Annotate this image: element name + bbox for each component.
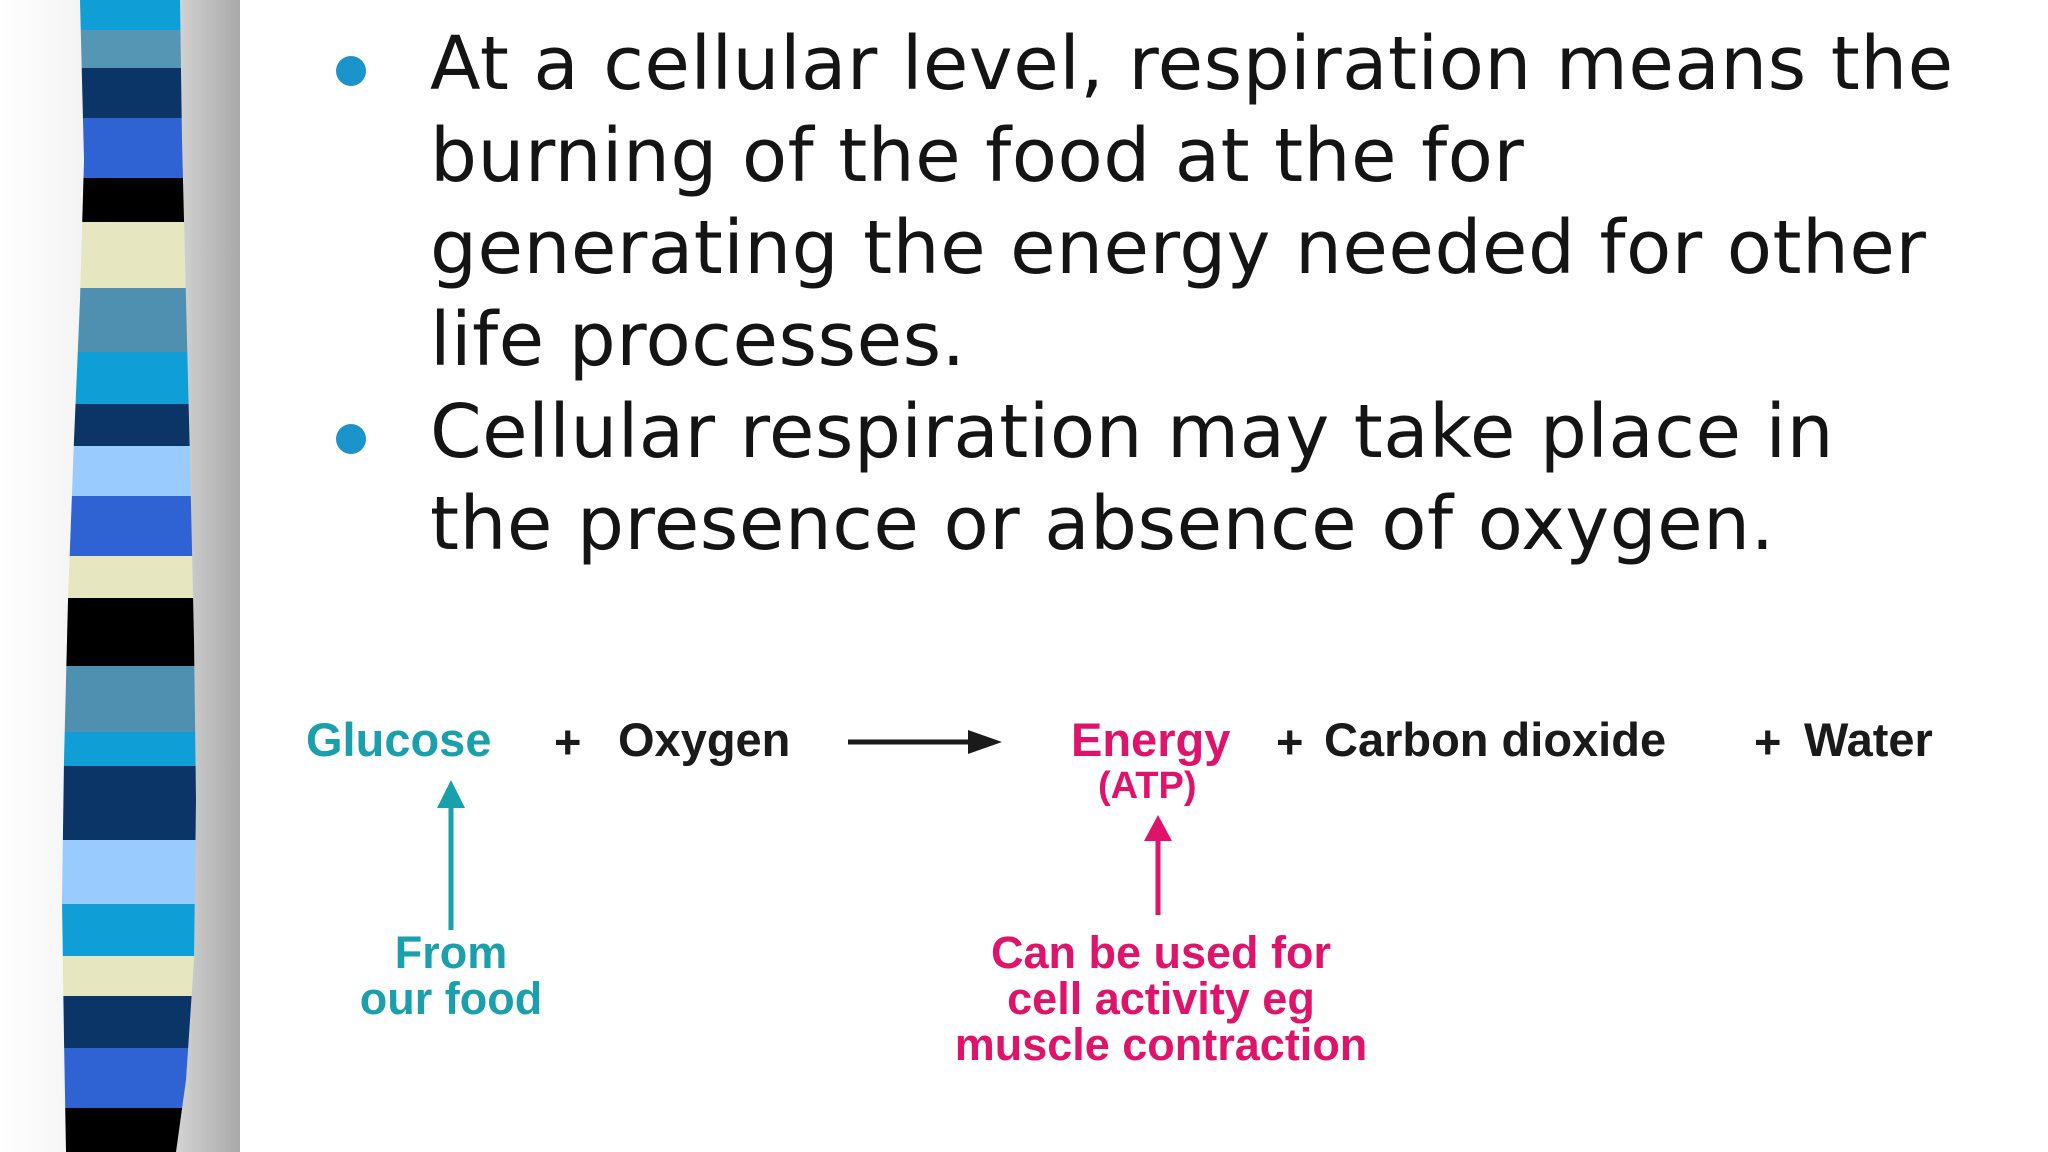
bullet-line: generating the energy needed for other xyxy=(430,205,1927,291)
plus-sign: + xyxy=(1754,715,1782,768)
carbon-dioxide-label: Carbon dioxide xyxy=(1324,713,1667,766)
plus-sign: + xyxy=(1276,715,1304,768)
atp-label: (ATP) xyxy=(1098,765,1197,807)
energy-note: Can be used for cell activity eg muscle … xyxy=(916,930,1406,1068)
up-arrow-icon xyxy=(437,780,465,930)
bullet-line: life processes. xyxy=(430,297,966,383)
bullet-line: At a cellular level, respiration means t… xyxy=(430,21,1954,107)
bullet-list: At a cellular level, respiration means t… xyxy=(330,18,2030,570)
oxygen-label: Oxygen xyxy=(618,713,791,766)
energy-note-line: Can be used for xyxy=(990,927,1332,978)
plus-sign: + xyxy=(554,715,582,768)
energy-note-line: muscle contraction xyxy=(954,1019,1368,1070)
water-label: Water xyxy=(1804,713,1933,766)
bullet-line: burning of the food at the for xyxy=(430,113,1525,199)
reaction-arrow-icon xyxy=(848,730,1002,754)
glucose-note-line: From xyxy=(394,927,508,978)
bullet-dot-icon xyxy=(336,424,366,454)
energy-note-line: cell activity eg xyxy=(1007,973,1315,1024)
bullet-dot-icon xyxy=(336,56,366,86)
energy-label: Energy xyxy=(1071,713,1231,766)
bullet-item: Cellular respiration may take place in t… xyxy=(330,386,2030,570)
glucose-note-line: our food xyxy=(359,973,543,1024)
glucose-note: From our food xyxy=(316,930,586,1022)
bullet-line: the presence or absence of oxygen. xyxy=(430,481,1775,567)
bullet-line: Cellular respiration may take place in xyxy=(430,389,1834,475)
decorative-stripe-column xyxy=(62,0,196,1152)
bullet-item: At a cellular level, respiration means t… xyxy=(330,18,2030,386)
up-arrow-icon xyxy=(1144,815,1172,915)
respiration-equation-diagram: Glucose + Oxygen Energy (ATP) + Carbon d… xyxy=(236,690,2036,1090)
glucose-label: Glucose xyxy=(306,713,492,766)
